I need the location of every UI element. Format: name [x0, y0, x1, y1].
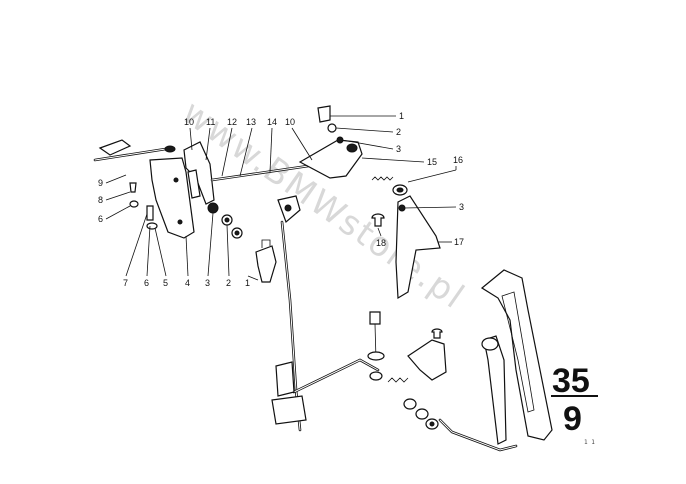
callout-right-2: 2: [396, 127, 401, 137]
callouts-left: 9 8 6: [98, 174, 131, 224]
callout-bottom-3: 3: [205, 278, 210, 288]
callout-right-3: 3: [396, 144, 401, 154]
bushing-3-left: [207, 202, 219, 214]
corner-mark: 1 1: [584, 439, 595, 446]
group-code-top: 35: [552, 362, 590, 400]
bracket-17: [395, 195, 441, 300]
watermark: www.BMWstore.pl: [175, 93, 473, 318]
screw-18: [371, 213, 385, 227]
callout-right-3b: 3: [459, 202, 464, 212]
bracket-4: [149, 157, 195, 239]
callout-right-1: 1: [399, 111, 404, 121]
callouts-right: 1 2 3 15 16 3 17 18: [330, 111, 464, 248]
callout-bottom-2: 2: [226, 278, 231, 288]
callout-left-8: 8: [98, 195, 103, 205]
clip-1-top: [317, 105, 331, 123]
pin-8: [129, 182, 137, 193]
callout-right-18: 18: [376, 238, 386, 248]
callout-bottom-7: 7: [123, 278, 128, 288]
callout-top-13: 13: [246, 117, 256, 127]
callouts-bottom: 7 6 5 4 3 2 1: [123, 212, 259, 288]
callout-bottom-1: 1: [245, 278, 250, 288]
callout-right-16: 16: [453, 155, 463, 165]
pedal-assembly: [271, 195, 553, 452]
spring-15: [371, 176, 394, 181]
clip-part: [98, 139, 132, 156]
callout-bottom-6: 6: [144, 278, 149, 288]
group-code: 35 9: [551, 362, 598, 438]
callout-top-14: 14: [267, 117, 277, 127]
callout-top-10b: 10: [285, 117, 295, 127]
small-bracket: [407, 339, 447, 381]
group-code-bottom: 9: [563, 400, 582, 438]
callout-bottom-5: 5: [163, 278, 168, 288]
stop-bolt: [369, 311, 381, 325]
callout-left-6: 6: [98, 214, 103, 224]
callout-right-17: 17: [454, 237, 464, 247]
callout-top-10: 10: [184, 117, 194, 127]
callout-right-15: 15: [427, 157, 437, 167]
callout-left-9: 9: [98, 178, 103, 188]
callout-bottom-4: 4: [185, 278, 190, 288]
clip-1-left: [255, 245, 277, 283]
callout-top-12: 12: [227, 117, 237, 127]
callout-top-11: 11: [206, 117, 215, 127]
callouts-top-left: 10 11 12 13 14 10: [184, 117, 313, 177]
